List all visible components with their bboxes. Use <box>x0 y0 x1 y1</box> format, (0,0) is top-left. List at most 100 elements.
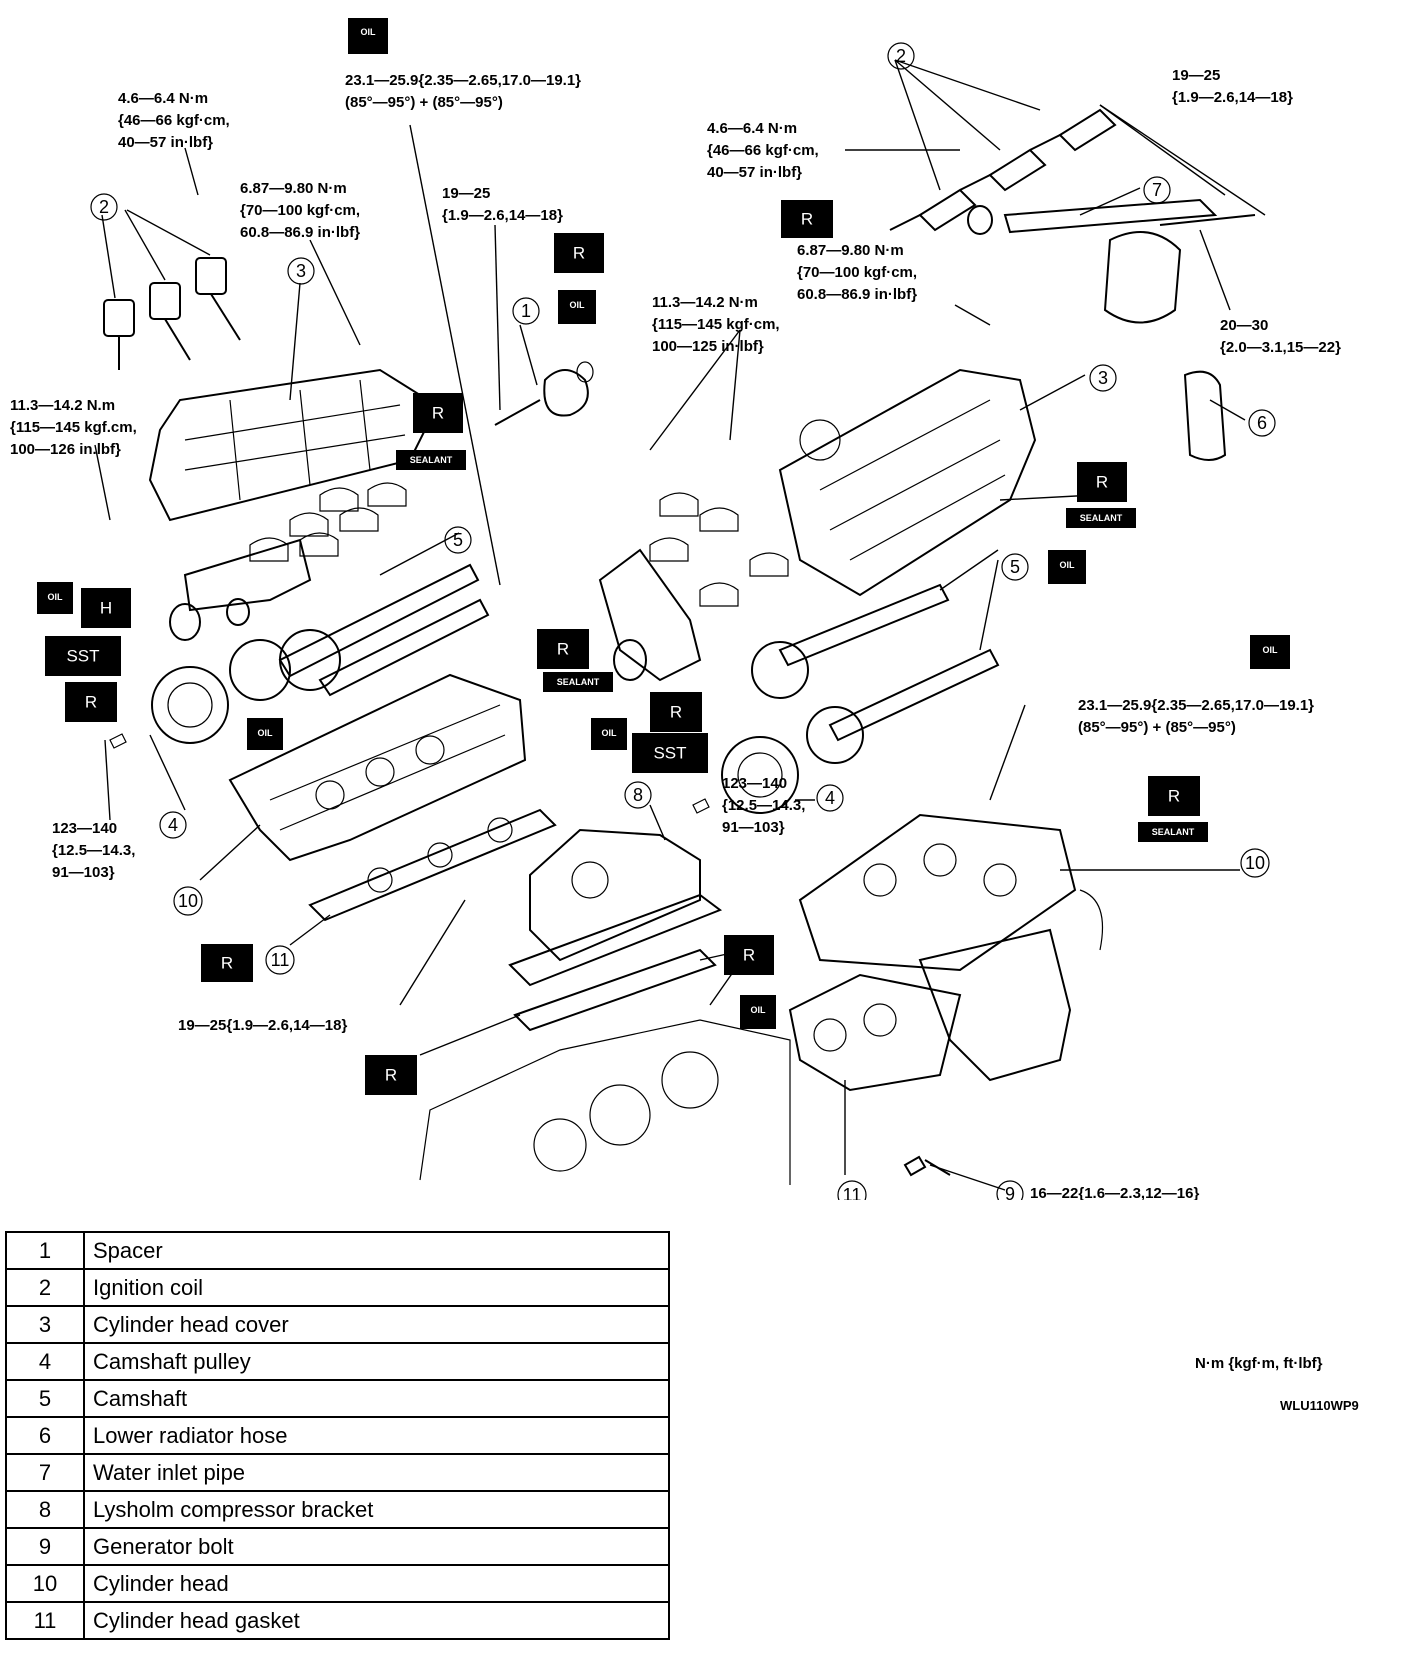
spec-right-coil: 4.6—6.4 N·m {46—66 kgf·cm, 40—57 in·lbf} <box>707 120 823 181</box>
svg-text:OIL: OIL <box>751 1005 767 1015</box>
svg-text:R: R <box>385 1066 397 1085</box>
svg-text:R: R <box>670 703 682 722</box>
callout-10-right: 10 <box>1240 848 1270 878</box>
svg-text:OIL: OIL <box>570 300 586 310</box>
svg-text:SST: SST <box>653 744 686 763</box>
callout-10-left: 10 <box>173 886 203 916</box>
spacer <box>494 361 594 426</box>
spec-center-cap: 11.3—14.2 N·m {115—145 kgf·cm, 100—125 i… <box>652 294 784 355</box>
svg-text:R: R <box>1096 473 1108 492</box>
spec-right-head: 23.1—25.9{2.35—2.65,17.0—19.1} (85°—95°)… <box>1078 697 1318 736</box>
legend-part-name: Lower radiator hose <box>83 1416 670 1455</box>
right-head-gasket <box>788 973 962 1092</box>
badge-r: R <box>65 682 117 722</box>
svg-text:SEALANT: SEALANT <box>1080 513 1123 523</box>
callout-9: 9 <box>996 1180 1024 1200</box>
legend-number: 3 <box>5 1305 85 1344</box>
units-note: N·m {kgf·m, ft·lbf} <box>1195 1355 1323 1372</box>
badge-r: R <box>554 233 604 273</box>
left-seals-pulley <box>109 598 250 749</box>
svg-text:R: R <box>85 693 97 712</box>
legend-part-name: Camshaft <box>83 1379 670 1418</box>
badge-r: R <box>365 1055 417 1095</box>
svg-text:1: 1 <box>521 301 531 321</box>
badge-r: R <box>724 935 774 975</box>
callout-6: 6 <box>1248 409 1276 437</box>
svg-text:SEALANT: SEALANT <box>557 677 600 687</box>
torque-specs: 23.1—25.9{2.35—2.65,17.0—19.1} (85°—95°)… <box>10 67 1341 1200</box>
legend-part-name: Camshaft pulley <box>83 1342 670 1381</box>
right-camshaft-pulley <box>692 736 799 814</box>
right-ignition-coils <box>889 108 1117 232</box>
generator-bolt <box>903 1155 951 1177</box>
callout-3-left: 3 <box>287 257 315 285</box>
svg-text:R: R <box>1168 787 1180 806</box>
badge-r: R <box>781 200 833 238</box>
spec-right-cover: 6.87—9.80 N·m {70—100 kgf·cm, 60.8—86.9 … <box>797 242 921 303</box>
lower-radiator-hose <box>1183 370 1227 461</box>
svg-text:10: 10 <box>178 891 198 911</box>
badge-sst: SST <box>632 733 708 773</box>
spec-left-pulley: 123—140 {12.5—14.3, 91—103} <box>52 820 140 881</box>
svg-text:3: 3 <box>1098 368 1108 388</box>
center-camshaft-caps <box>598 492 789 682</box>
svg-text:OIL: OIL <box>361 27 377 37</box>
badge-r: R <box>650 692 702 732</box>
legend-part-name: Spacer <box>83 1231 670 1270</box>
svg-text:SST: SST <box>66 647 99 666</box>
badge-oil: OIL <box>1048 550 1086 584</box>
left-head-gasket <box>308 808 557 922</box>
callout-4-right: 4 <box>816 784 844 812</box>
svg-text:OIL: OIL <box>258 728 274 738</box>
badge-r: R <box>1148 776 1200 816</box>
legend-number: 5 <box>5 1379 85 1418</box>
leader-lines <box>94 59 1266 1191</box>
svg-text:11: 11 <box>843 1185 862 1200</box>
cylinder-block <box>419 1019 791 1185</box>
svg-text:OIL: OIL <box>602 728 618 738</box>
svg-text:OIL: OIL <box>1263 645 1279 655</box>
svg-text:R: R <box>573 244 585 263</box>
svg-text:R: R <box>743 946 755 965</box>
spec-bracket: 19—25{1.9—2.6,14—18} <box>178 1017 347 1034</box>
spec-left-spacer: 19—25 {1.9—2.6,14—18} <box>442 185 563 224</box>
legend-part-name: Cylinder head <box>83 1564 670 1603</box>
svg-text:2: 2 <box>896 46 906 66</box>
badges: R R R R R R R R R R R R H SST SST OIL OI… <box>37 18 1290 1095</box>
badge-h: H <box>81 588 131 628</box>
badge-oil: OIL <box>37 582 73 614</box>
spec-water-pipe: 20—30 {2.0—3.1,15—22} <box>1220 317 1341 356</box>
svg-text:R: R <box>801 210 813 229</box>
legend-part-name: Cylinder head gasket <box>83 1601 670 1640</box>
center-gaskets <box>508 893 723 1032</box>
lysholm-compressor-bracket <box>529 828 701 962</box>
svg-text:6: 6 <box>1257 413 1267 433</box>
legend-number: 6 <box>5 1416 85 1455</box>
legend-number: 10 <box>5 1564 85 1603</box>
svg-text:11: 11 <box>271 950 290 970</box>
svg-text:R: R <box>432 404 444 423</box>
badge-sealant: SEALANT <box>1138 822 1208 842</box>
legend-number: 8 <box>5 1490 85 1529</box>
legend-number: 7 <box>5 1453 85 1492</box>
exploded-view-diagram: 23.1—25.9{2.35—2.65,17.0—19.1} (85°—95°)… <box>10 18 1341 1200</box>
svg-text:R: R <box>221 954 233 973</box>
svg-text:2: 2 <box>99 197 109 217</box>
legend-number: 1 <box>5 1231 85 1270</box>
spec-right-top: 19—25 {1.9—2.6,14—18} <box>1172 67 1293 106</box>
left-camshafts <box>229 563 490 701</box>
right-cylinder-head <box>798 813 1104 1082</box>
badge-sealant: SEALANT <box>396 450 466 470</box>
left-cylinder-head <box>228 673 527 862</box>
badge-r: R <box>537 629 589 669</box>
legend-part-name: Cylinder head cover <box>83 1305 670 1344</box>
badge-oil: OIL <box>558 290 596 324</box>
